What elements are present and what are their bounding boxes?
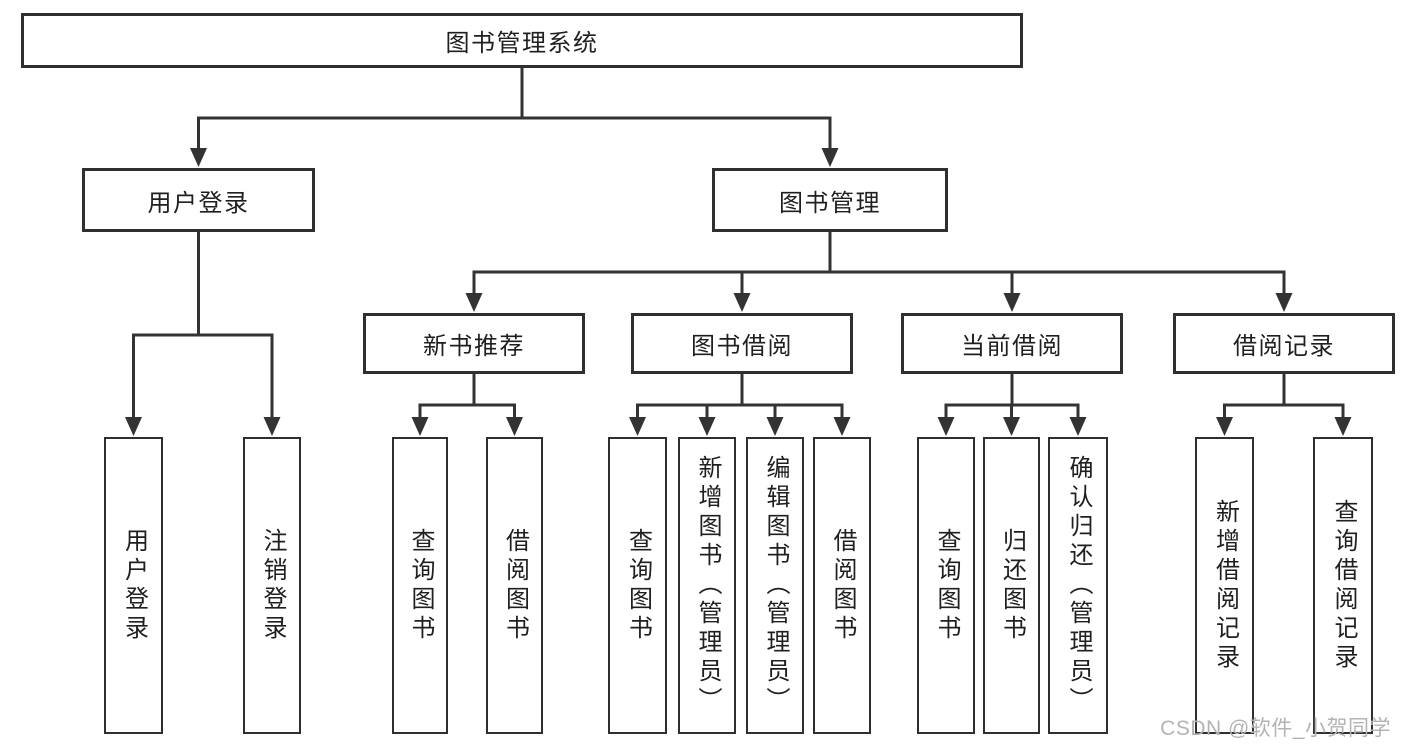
node-return-books: 归还图书: [983, 437, 1040, 734]
node-label-query-books-2: 查询图书: [624, 527, 652, 644]
arrowhead-logout: [263, 417, 281, 436]
node-label-add-borrow-record: 新增借阅记录: [1211, 498, 1239, 673]
node-query-books-3: 查询图书: [917, 437, 975, 734]
arrowhead-query-books-3: [937, 417, 955, 436]
node-label-borrow-books-2: 借阅图书: [829, 527, 856, 644]
node-label-confirm-return: 确认归还（管理员）: [1065, 455, 1092, 716]
arrowhead-book-mgmt: [821, 148, 839, 167]
node-label-new-book-rec: 新书推荐: [423, 333, 525, 360]
node-label-return-books: 归还图书: [998, 527, 1026, 644]
csdn-watermark: CSDN @软件_小贺同学: [1160, 717, 1391, 740]
connector-current-borrow: [937, 372, 1087, 436]
node-user-login: 用户登录: [104, 437, 163, 734]
node-label-book-mgmt: 图书管理: [779, 189, 881, 217]
node-label-add-books: 新增图书（管理员）: [694, 455, 721, 716]
node-borrow-books-2: 借阅图书: [813, 437, 871, 734]
node-label-borrow-books-1: 借阅图书: [501, 527, 529, 644]
node-user-login-group: 用户登录: [82, 168, 315, 232]
node-query-borrow-record: 查询借阅记录: [1313, 437, 1373, 734]
connector-new-book-rec: [411, 372, 523, 436]
node-confirm-return: 确认归还（管理员）: [1048, 437, 1108, 734]
node-query-books-1: 查询图书: [392, 437, 448, 734]
node-label-logout: 注销登录: [259, 527, 286, 644]
arrowhead-add-books: [698, 417, 716, 436]
connector-book-mgmt: [465, 230, 1293, 312]
node-logout: 注销登录: [243, 437, 301, 734]
arrowhead-current-borrow: [1003, 293, 1021, 312]
node-label-query-books-1: 查询图书: [407, 527, 434, 644]
arrowhead-book-borrow: [733, 293, 751, 312]
arrowhead-user-login-group: [190, 148, 207, 167]
node-label-edit-books: 编辑图书（管理员）: [762, 455, 789, 716]
arrowhead-query-books-1: [411, 417, 429, 436]
arrowhead-borrow-books-2: [833, 417, 851, 436]
connector-book-borrow: [629, 372, 851, 436]
node-borrow-books-1: 借阅图书: [486, 437, 543, 734]
arrowhead-edit-books: [766, 417, 784, 436]
node-root: 图书管理系统: [21, 13, 1023, 68]
node-label-user-login: 用户登录: [120, 527, 148, 644]
node-label-root: 图书管理系统: [445, 30, 599, 57]
node-add-books: 新增图书（管理员）: [678, 437, 736, 734]
connector-user-login-group: [125, 230, 281, 436]
node-query-books-2: 查询图书: [608, 437, 667, 734]
arrowhead-query-books-2: [629, 417, 646, 436]
arrowhead-add-borrow-record: [1216, 417, 1233, 436]
arrowhead-user-login: [125, 417, 142, 436]
arrowhead-query-borrow-record: [1334, 417, 1352, 436]
node-edit-books: 编辑图书（管理员）: [746, 437, 804, 734]
node-new-book-rec: 新书推荐: [363, 313, 585, 374]
arrowhead-borrow-records: [1275, 293, 1293, 312]
arrowhead-return-books: [1003, 417, 1020, 436]
node-label-user-login-group: 用户登录: [147, 189, 250, 217]
node-label-query-borrow-record: 查询借阅记录: [1330, 498, 1357, 673]
arrowhead-borrow-books-1: [506, 417, 523, 436]
node-add-borrow-record: 新增借阅记录: [1195, 437, 1254, 734]
node-label-borrow-records: 借阅记录: [1233, 333, 1335, 360]
node-book-mgmt: 图书管理: [712, 168, 948, 232]
node-label-current-borrow: 当前借阅: [961, 333, 1063, 360]
connector-borrow-records: [1216, 372, 1352, 436]
arrowhead-new-book-rec: [465, 293, 483, 312]
node-book-borrow: 图书借阅: [631, 313, 853, 374]
connector-root: [190, 66, 839, 167]
arrowhead-confirm-return: [1069, 417, 1087, 436]
node-current-borrow: 当前借阅: [901, 313, 1123, 374]
node-label-book-borrow: 图书借阅: [691, 333, 793, 360]
node-label-query-books-3: 查询图书: [933, 527, 960, 644]
node-borrow-records: 借阅记录: [1173, 313, 1395, 374]
